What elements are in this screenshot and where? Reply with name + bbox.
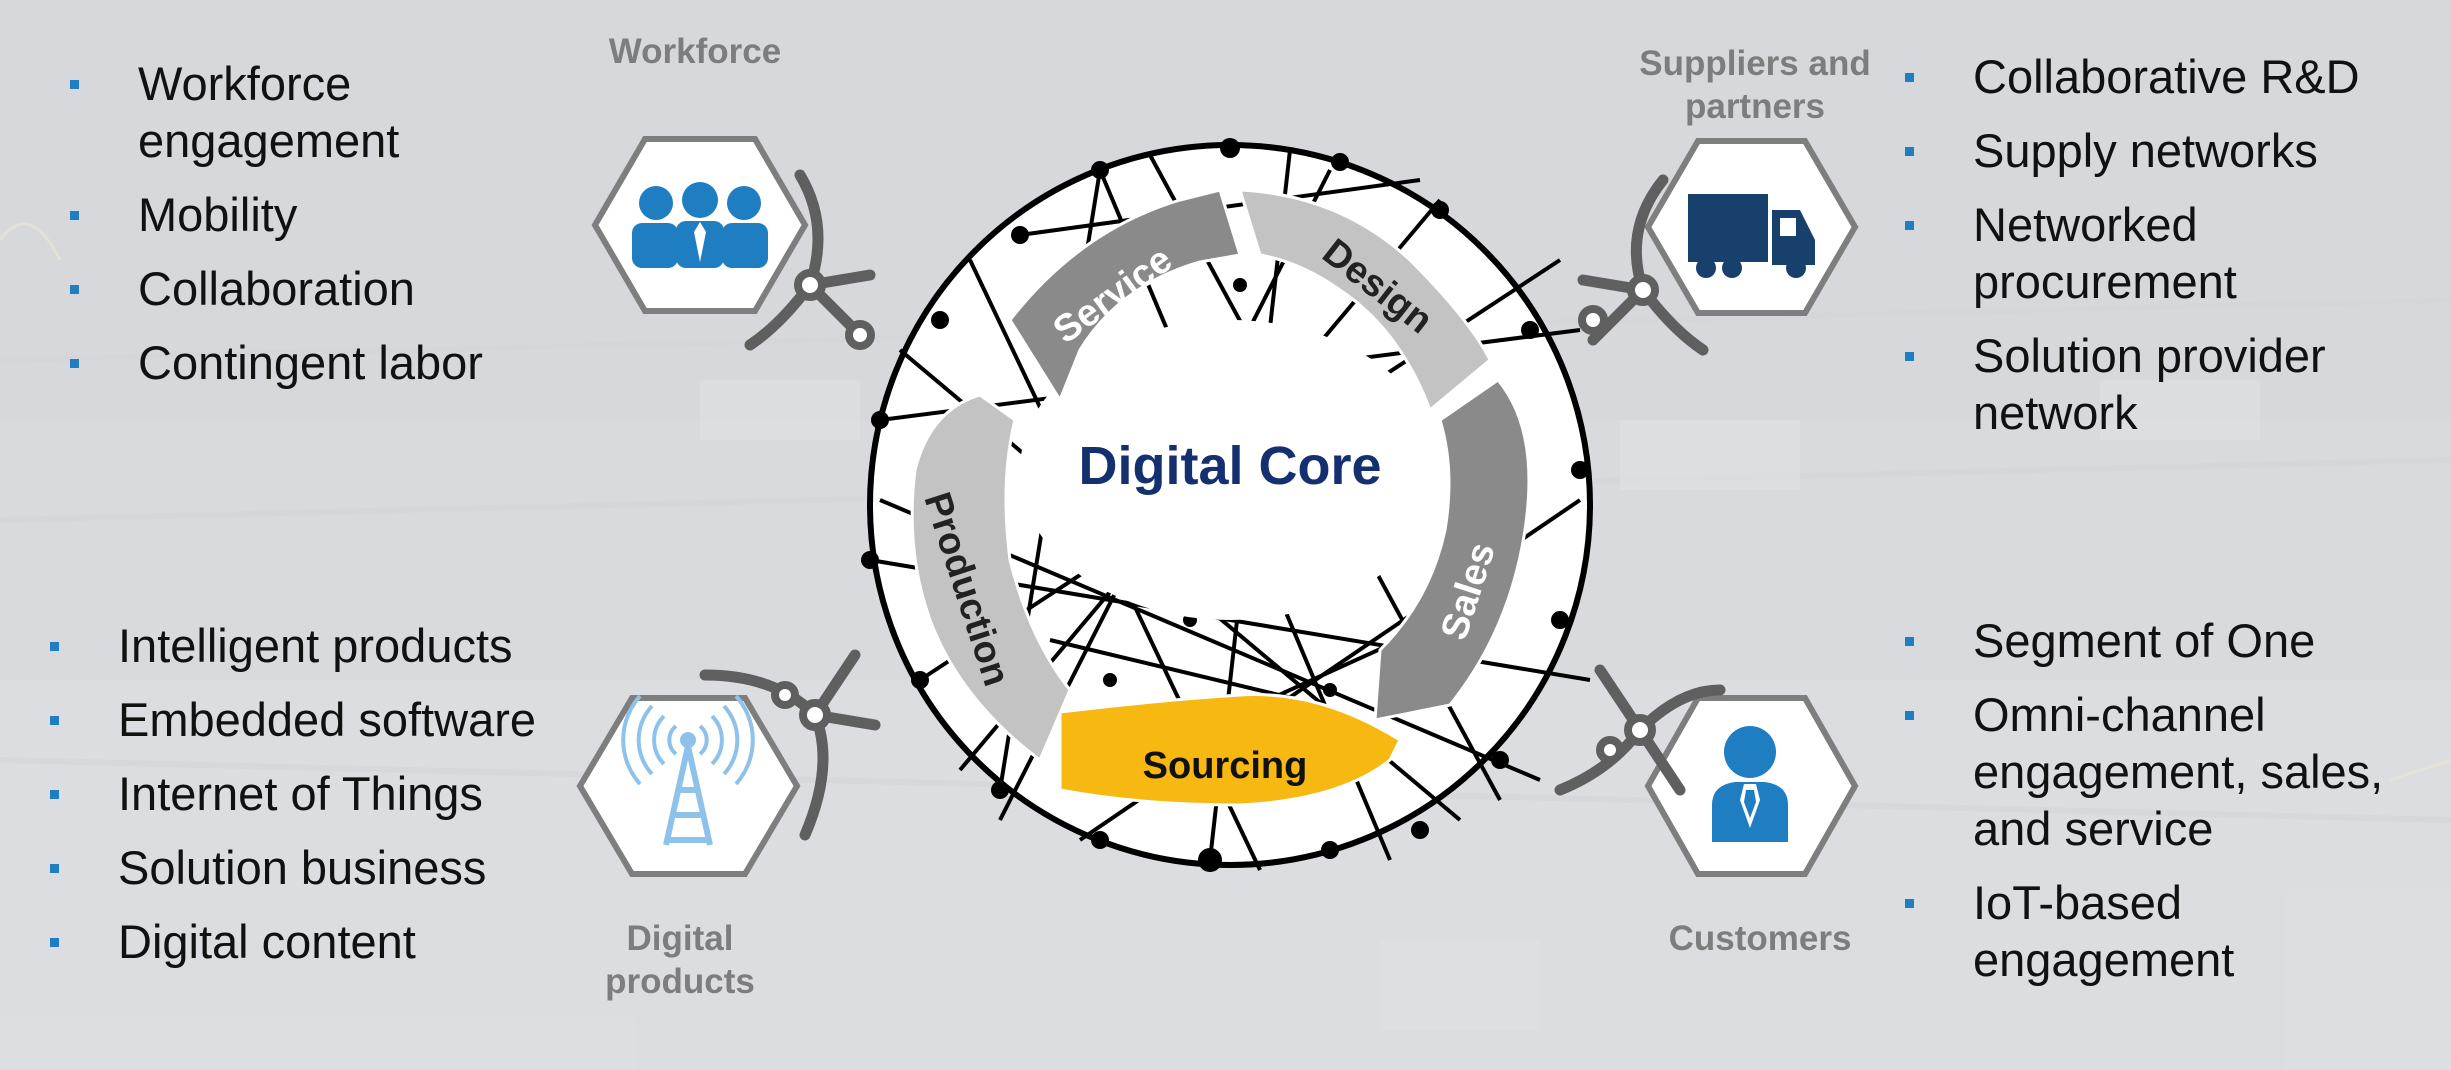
list-item: Solution business [50, 839, 578, 896]
people-group-icon [632, 182, 768, 268]
list-item: Collaboration [70, 260, 498, 317]
service-arrow [1008, 188, 1242, 404]
workforce-label: Workforce [608, 32, 782, 71]
workforce-list: Workforce engagement Mobility Collaborat… [70, 55, 498, 408]
workforce-connector-icon [744, 169, 876, 351]
list-item: Digital content [50, 913, 578, 970]
customers-label: Customers [1668, 919, 1852, 958]
digital-products-list: Intelligent products Embedded software I… [50, 617, 578, 987]
list-item: Mobility [70, 186, 498, 243]
customers-connector-icon [1554, 664, 1726, 796]
truck-icon [1688, 194, 1815, 278]
sourcing-arrow [1058, 693, 1402, 807]
design-arrow [1237, 188, 1492, 413]
mesh-nodes [861, 138, 1589, 872]
suppliers-connector-icon [1577, 174, 1709, 356]
sourcing-label: Sourcing [1143, 745, 1308, 787]
digital-products-hexagon [576, 695, 801, 877]
core-center [1020, 320, 1440, 620]
list-item: Supply networks [1905, 122, 2413, 179]
list-item: Embedded software [50, 691, 578, 748]
customers-list: Segment of One Omni-channel engagement, … [1905, 612, 2413, 1005]
list-item: Networked procurement [1905, 196, 2413, 310]
list-item: Segment of One [1905, 612, 2413, 669]
production-arrow [910, 393, 1072, 763]
digital-core-title: Digital Core [1078, 436, 1382, 496]
antenna-tower-icon [621, 694, 755, 846]
list-item: IoT-based engagement [1905, 874, 2413, 988]
suppliers-list: Collaborative R&D Supply networks Networ… [1905, 48, 2413, 458]
customer-person-icon [1712, 726, 1788, 842]
sales-arrow [1373, 377, 1531, 722]
list-item: Workforce engagement [70, 55, 498, 169]
list-item: Contingent labor [70, 334, 498, 391]
list-item: Solution provider network [1905, 327, 2413, 441]
list-item: Collaborative R&D [1905, 48, 2413, 105]
list-item: Omni-channel engagement, sales, and serv… [1905, 686, 2413, 857]
list-item: Internet of Things [50, 765, 578, 822]
digital-products-label: Digital products [605, 919, 755, 1001]
suppliers-label: Suppliers and partners [1639, 44, 1871, 126]
digital-products-connector-icon [699, 649, 881, 841]
list-item: Intelligent products [50, 617, 578, 674]
